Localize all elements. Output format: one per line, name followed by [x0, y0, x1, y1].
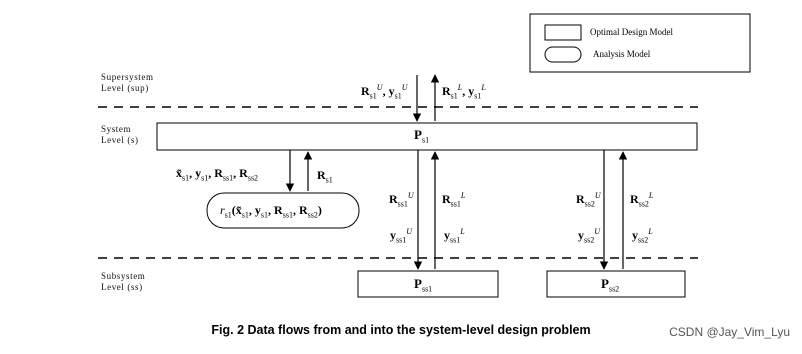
ps1-label: Ps1: [414, 127, 430, 145]
label-ss1-to-s-y: yss1L: [444, 227, 465, 245]
system-label-line2: Level (s): [101, 135, 139, 145]
label-s-to-ss1-r: Rss1U: [389, 191, 414, 209]
analysis-model-label: rs1(x̃s1, ys1, Rss1, Rss2): [220, 203, 322, 220]
label-ss2-to-s-r: Rss2L: [630, 191, 654, 209]
system-level-label: System Level (s): [101, 124, 139, 146]
label-s-to-ss2-r: Rss2U: [576, 191, 601, 209]
ps1-box: [156, 122, 698, 151]
label-ss1-to-s-r: Rss1L: [442, 191, 466, 209]
legend-optimal-label: Optimal Design Model: [590, 27, 673, 37]
ps1-sub: s1: [421, 135, 430, 145]
label-to-analysis: x̃s1, ys1, Rss1, Rss2: [176, 166, 259, 183]
supersystem-label-line2: Level (sup): [101, 83, 149, 93]
pss1-label: Pss1: [414, 276, 433, 294]
pss1-box: [357, 270, 499, 298]
subsystem-level-label: Subsystem Level (ss): [101, 271, 145, 293]
analysis-model-box: [206, 192, 360, 229]
legend-analysis-swatch: [544, 46, 582, 63]
figure-caption: Fig. 2 Data flows from and into the syst…: [211, 323, 591, 337]
pss1-base: P: [414, 276, 422, 291]
label-from-analysis: Rs1: [317, 168, 333, 185]
pss2-sub: ss2: [608, 284, 620, 294]
supersystem-label-line1: Supersystem: [101, 72, 154, 82]
pss1-sub: ss1: [421, 284, 433, 294]
supersystem-level-label: Supersystem Level (sup): [101, 72, 154, 94]
label-sup-up: Rs1L, ys1L: [442, 83, 486, 101]
pss2-base: P: [601, 276, 609, 291]
system-label-line1: System: [101, 124, 132, 134]
legend-optimal-swatch: [544, 24, 582, 41]
pss2-label: Pss2: [601, 276, 620, 294]
legend-analysis-label: Analysis Model: [593, 49, 651, 59]
label-ss2-to-s-y: yss2L: [632, 227, 653, 245]
pss2-box: [546, 270, 686, 298]
ps1-base: P: [414, 127, 422, 142]
subsystem-label-line2: Level (ss): [101, 282, 143, 292]
label-s-to-ss2-y: yss2U: [578, 227, 601, 245]
legend-box: [529, 13, 751, 73]
label-sup-down: Rs1U, ys1U: [361, 83, 408, 101]
subsystem-label-line1: Subsystem: [101, 271, 146, 281]
label-s-to-ss1-y: yss1U: [390, 227, 413, 245]
watermark: CSDN @Jay_Vim_Lyu: [669, 325, 790, 339]
